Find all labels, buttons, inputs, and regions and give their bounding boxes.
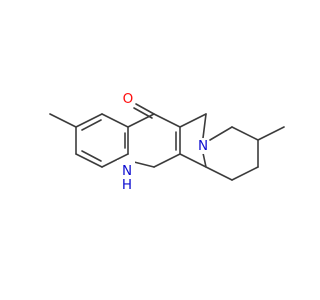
oxygen-atom-label: O: [123, 91, 134, 107]
bond-c6-methyl: [49, 113, 77, 128]
bond-c2-methyl: [179, 153, 207, 168]
bond-benzene-inner-2: [81, 150, 102, 162]
bond-c2p-c3p: [231, 126, 259, 141]
ring-nitrogen-n-label: N: [122, 163, 132, 179]
bond-c3-ch2: [179, 113, 207, 128]
bond-benzene-inner-3: [81, 119, 102, 131]
bond-layer: [49, 103, 285, 181]
bond-c8-c7: [101, 153, 129, 168]
oxygen-atom-background: [120, 91, 136, 107]
bond-c4-o-1: [135, 103, 155, 115]
bond-c3p-methyl: [257, 126, 285, 141]
bond-n1-c8a: [133, 161, 155, 168]
piperidine-nitrogen-background: [195, 138, 211, 154]
bond-c4a-c8a: [101, 113, 129, 128]
oxygen-atom: O: [120, 91, 136, 107]
bond-c4p-c5p: [231, 166, 259, 181]
bond-c5p-c6p: [205, 166, 233, 181]
bond-c6p-n: [202, 152, 207, 168]
bond-c5-c4a: [75, 113, 103, 128]
ring-nitrogen-h-label: H: [122, 177, 132, 193]
bond-c4-o-2: [133, 107, 153, 119]
bond-ch2-n: [202, 113, 207, 139]
bond-c2-n1: [153, 153, 181, 168]
molecule-structure-diagram: O N H N: [49, 91, 285, 193]
ring-nitrogen-background: [117, 160, 135, 192]
bond-c4a-c4: [127, 113, 155, 128]
bond-c4-c3: [153, 113, 181, 128]
atom-label-layer: O N H N: [117, 91, 211, 193]
bond-n-c2p: [209, 126, 233, 141]
piperidine-nitrogen-label: N: [198, 138, 208, 154]
piperidine-nitrogen-atom: N: [195, 138, 211, 154]
bond-c7-c6: [75, 153, 103, 168]
ring-nitrogen-atom: H N: [117, 160, 135, 193]
